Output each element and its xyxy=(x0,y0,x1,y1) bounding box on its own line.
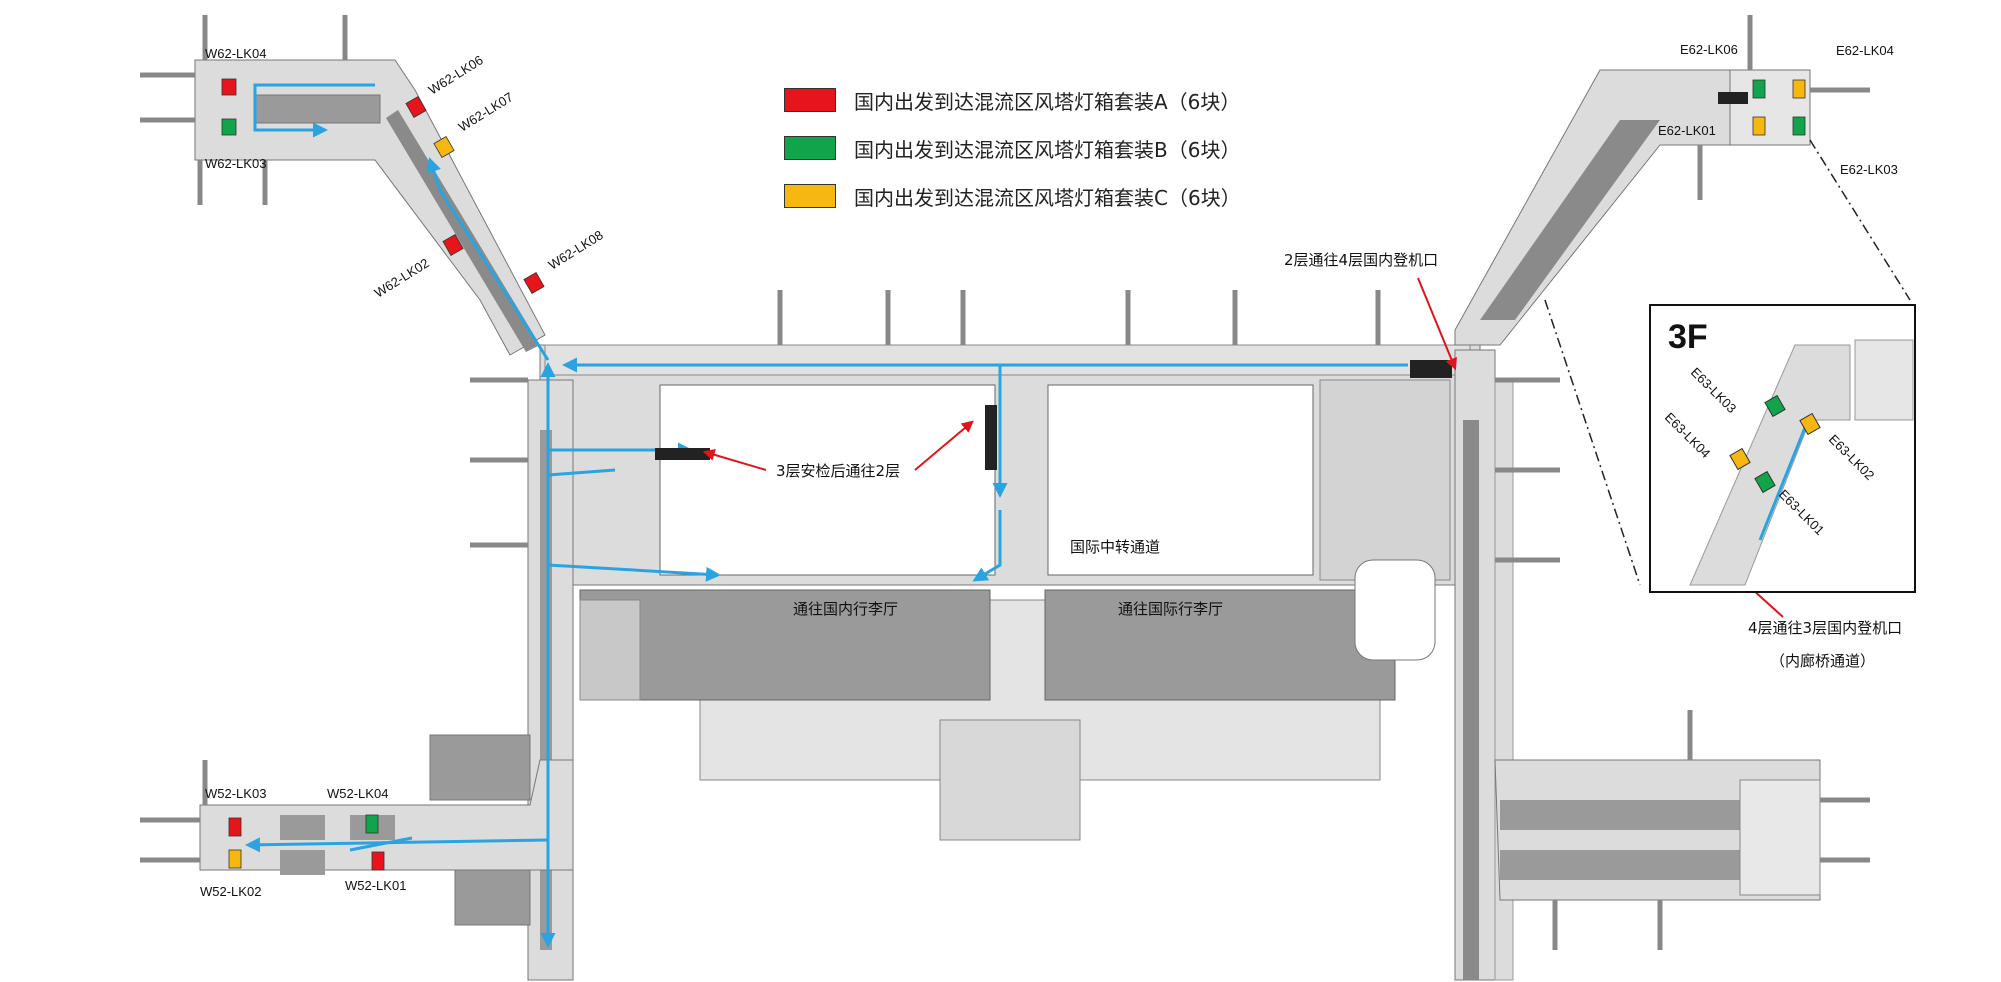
corridor-note: （内廊桥通道） xyxy=(1770,652,1875,670)
lightbox-marker xyxy=(228,817,242,837)
label-w62-lk06: W62-LK06 xyxy=(426,52,486,97)
legend-item-a: 国内出发到达混流区风塔灯箱套装A（6块） xyxy=(784,76,1241,124)
legend-item-c: 国内出发到达混流区风塔灯箱套装C（6块） xyxy=(784,172,1241,220)
lightbox-marker xyxy=(405,96,427,118)
callout-arrows xyxy=(702,277,1784,618)
label-e62-lk03: E62-LK03 xyxy=(1840,162,1898,177)
inset-lightbox-marker xyxy=(1799,412,1821,436)
legend: 国内出发到达混流区风塔灯箱套装A（6块） 国内出发到达混流区风塔灯箱套装B（6块… xyxy=(784,76,1241,220)
label-w52-lk03: W52-LK03 xyxy=(205,786,266,801)
inset-floor-label: 3F xyxy=(1668,318,1708,356)
label-w62-lk08: W62-LK08 xyxy=(546,227,606,272)
legend-swatch-yellow xyxy=(784,184,836,208)
legend-item-b: 国内出发到达混流区风塔灯箱套装B（6块） xyxy=(784,124,1241,172)
terminal-floor xyxy=(194,59,1821,981)
walking-routes xyxy=(245,83,1855,948)
legend-swatch-green xyxy=(784,136,836,160)
lightbox-markers xyxy=(221,78,1806,871)
lightbox-marker xyxy=(371,851,385,871)
label-w52-lk02: W52-LK02 xyxy=(200,884,261,899)
security-note: 3层安检后通往2层 xyxy=(776,462,900,480)
intl-transfer-label: 国际中转通道 xyxy=(1070,538,1160,556)
label-e62-lk01: E62-LK01 xyxy=(1658,123,1716,138)
label-w62-lk04: W62-LK04 xyxy=(205,46,266,61)
label-w62-lk03: W62-LK03 xyxy=(205,156,266,171)
label-w52-lk01: W52-LK01 xyxy=(345,878,406,893)
inset-lightbox-marker xyxy=(1754,470,1776,494)
inset-lightbox-marker xyxy=(1764,394,1786,418)
to-3f-note: 4层通往3层国内登机口 xyxy=(1748,619,1902,637)
label-w52-lk04: W52-LK04 xyxy=(327,786,388,801)
lightbox-marker xyxy=(1752,116,1766,136)
lightbox-marker xyxy=(221,78,237,96)
legend-swatch-red xyxy=(784,88,836,112)
label-w62-lk02: W62-LK02 xyxy=(372,255,432,300)
to-4f-note: 2层通往4层国内登机口 xyxy=(1284,251,1438,269)
inset-3f: 3F xyxy=(1649,304,1916,593)
label-e62-lk06: E62-LK06 xyxy=(1680,42,1738,57)
label-w62-lk07: W62-LK07 xyxy=(456,89,516,134)
lightbox-marker xyxy=(221,118,237,136)
legend-label: 国内出发到达混流区风塔灯箱套装A（6块） xyxy=(854,89,1241,114)
lightbox-marker xyxy=(365,814,379,834)
jet-bridges xyxy=(140,15,1870,950)
lightbox-marker xyxy=(1792,116,1806,136)
lightbox-marker xyxy=(1752,79,1766,99)
label-e62-lk04: E62-LK04 xyxy=(1836,43,1894,58)
legend-label: 国内出发到达混流区风塔灯箱套装B（6块） xyxy=(854,137,1241,162)
intl-baggage-label: 通往国际行李厅 xyxy=(1118,600,1223,618)
lightbox-marker xyxy=(523,272,545,294)
lightbox-marker xyxy=(228,849,242,869)
domestic-baggage-label: 通往国内行李厅 xyxy=(793,600,898,618)
inset-connectors xyxy=(1544,139,1911,586)
lightbox-marker xyxy=(442,234,464,256)
lightbox-marker xyxy=(1792,79,1806,99)
legend-label: 国内出发到达混流区风塔灯箱套装C（6块） xyxy=(854,185,1241,210)
lightbox-marker xyxy=(433,136,455,158)
annotations: 3层安检后通往2层 2层通往4层国内登机口 4层通往3层国内登机口 （内廊桥通道… xyxy=(776,251,1902,670)
inset-lightbox-marker xyxy=(1729,447,1751,471)
